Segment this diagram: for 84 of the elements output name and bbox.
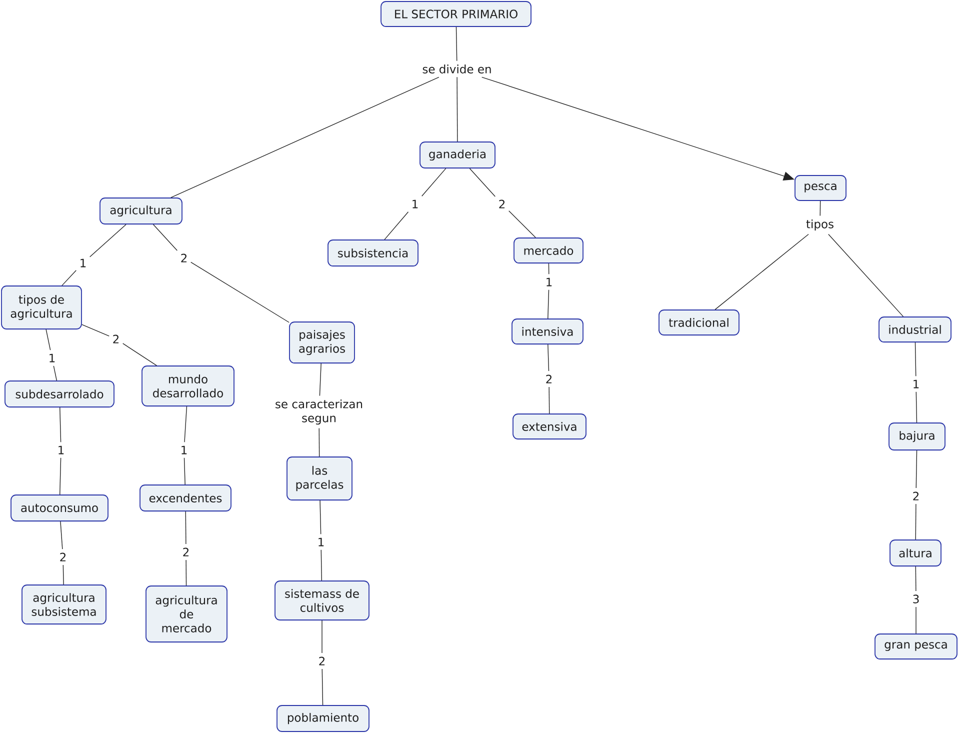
- concept-box: subsistencia: [328, 240, 418, 266]
- connector-line: [319, 363, 322, 396]
- linking-phrase: 2: [913, 492, 919, 500]
- concept-box: EL SECTOR PRIMARIO: [380, 1, 532, 27]
- connector-line: [714, 234, 809, 310]
- concept-box: agricultura subsistema: [22, 584, 106, 624]
- connector-line: [152, 224, 178, 251]
- connector-line: [90, 224, 126, 258]
- concept-box: poblamiento: [276, 705, 370, 732]
- linking-phrase: 2: [546, 374, 552, 384]
- connector-line: [60, 521, 63, 550]
- concept-box: paisajes agrarios: [289, 322, 355, 364]
- linking-phrase: 2: [183, 548, 188, 556]
- concept-box: pesca: [794, 175, 846, 201]
- connector-line: [469, 168, 496, 197]
- linking-phrase: tipos: [806, 219, 834, 231]
- linking-phrase: 1: [318, 538, 324, 546]
- connector-line: [322, 668, 324, 706]
- connector-line: [318, 428, 320, 457]
- connector-line: [456, 26, 458, 62]
- concept-box: tipos de agricultura: [1, 286, 82, 330]
- linking-phrase: 1: [914, 380, 919, 388]
- connector-line: [820, 200, 821, 216]
- linking-phrase: 3: [913, 594, 919, 604]
- connector-line: [122, 343, 158, 366]
- connector-line: [53, 366, 58, 381]
- linking-phrase: se caracterizan segun: [276, 399, 362, 425]
- connector-line: [548, 290, 550, 319]
- concept-box: subdesarrolado: [4, 380, 114, 408]
- linking-phrase: 2: [113, 334, 118, 344]
- linking-phrase: 2: [499, 200, 504, 208]
- connector-line: [184, 406, 188, 442]
- concept-box: bajura: [888, 422, 946, 450]
- concept-box: autoconsumo: [10, 494, 108, 522]
- connector-line: [916, 450, 918, 488]
- connector-line: [548, 386, 550, 414]
- connector-line: [916, 392, 918, 423]
- connector-line: [60, 407, 62, 442]
- connector-line: [915, 566, 916, 592]
- connector-line: [422, 168, 446, 196]
- connector-line: [190, 262, 290, 323]
- connector-line: [548, 344, 550, 372]
- connector-line: [60, 458, 62, 495]
- linking-phrase: 1: [58, 446, 64, 454]
- linking-phrase: 2: [319, 656, 324, 666]
- concept-box: mundo desarrollado: [142, 366, 234, 406]
- concept-box: ganaderia: [420, 142, 496, 168]
- connector-line: [185, 511, 186, 544]
- linking-phrase: 1: [80, 258, 86, 268]
- connector-line: [914, 342, 916, 376]
- connector-line: [320, 550, 322, 581]
- connector-line: [456, 76, 458, 142]
- connector-line: [320, 500, 322, 534]
- linking-phrase: 2: [181, 254, 186, 262]
- linking-phrase: 1: [546, 278, 552, 286]
- concept-box: altura: [890, 540, 942, 566]
- concept-box: excendentes: [140, 484, 232, 512]
- concept-box: extensiva: [512, 414, 586, 440]
- linking-phrase: se divide en: [422, 64, 491, 74]
- connector-line: [184, 458, 186, 485]
- concept-box: intensiva: [512, 318, 584, 344]
- linking-phrase: 1: [50, 354, 55, 362]
- connector-line: [384, 212, 409, 240]
- connector-line: [828, 234, 904, 317]
- connector-line: [186, 560, 187, 586]
- concept-box: industrial: [878, 316, 952, 342]
- linking-phrase: 1: [182, 446, 187, 454]
- connector-line: [170, 76, 440, 198]
- linking-phrase: 2: [60, 552, 66, 562]
- connector-line: [62, 270, 76, 286]
- linking-phrase: 1: [412, 200, 418, 208]
- connector-line: [62, 564, 64, 585]
- concept-box: sistemass de cultivos: [274, 580, 370, 620]
- connector-line: [46, 329, 51, 350]
- connector-line: [82, 324, 110, 336]
- connector-line: [548, 263, 550, 274]
- concept-box: agricultura de mercado: [146, 586, 228, 642]
- connector-line: [508, 210, 536, 238]
- concept-box: gran pesca: [874, 634, 958, 660]
- concept-box: las parcelas: [286, 456, 352, 500]
- concept-box: tradicional: [658, 310, 740, 336]
- concept-box: agricultura: [100, 198, 182, 224]
- connector-line: [915, 504, 916, 540]
- concept-box: mercado: [514, 238, 584, 264]
